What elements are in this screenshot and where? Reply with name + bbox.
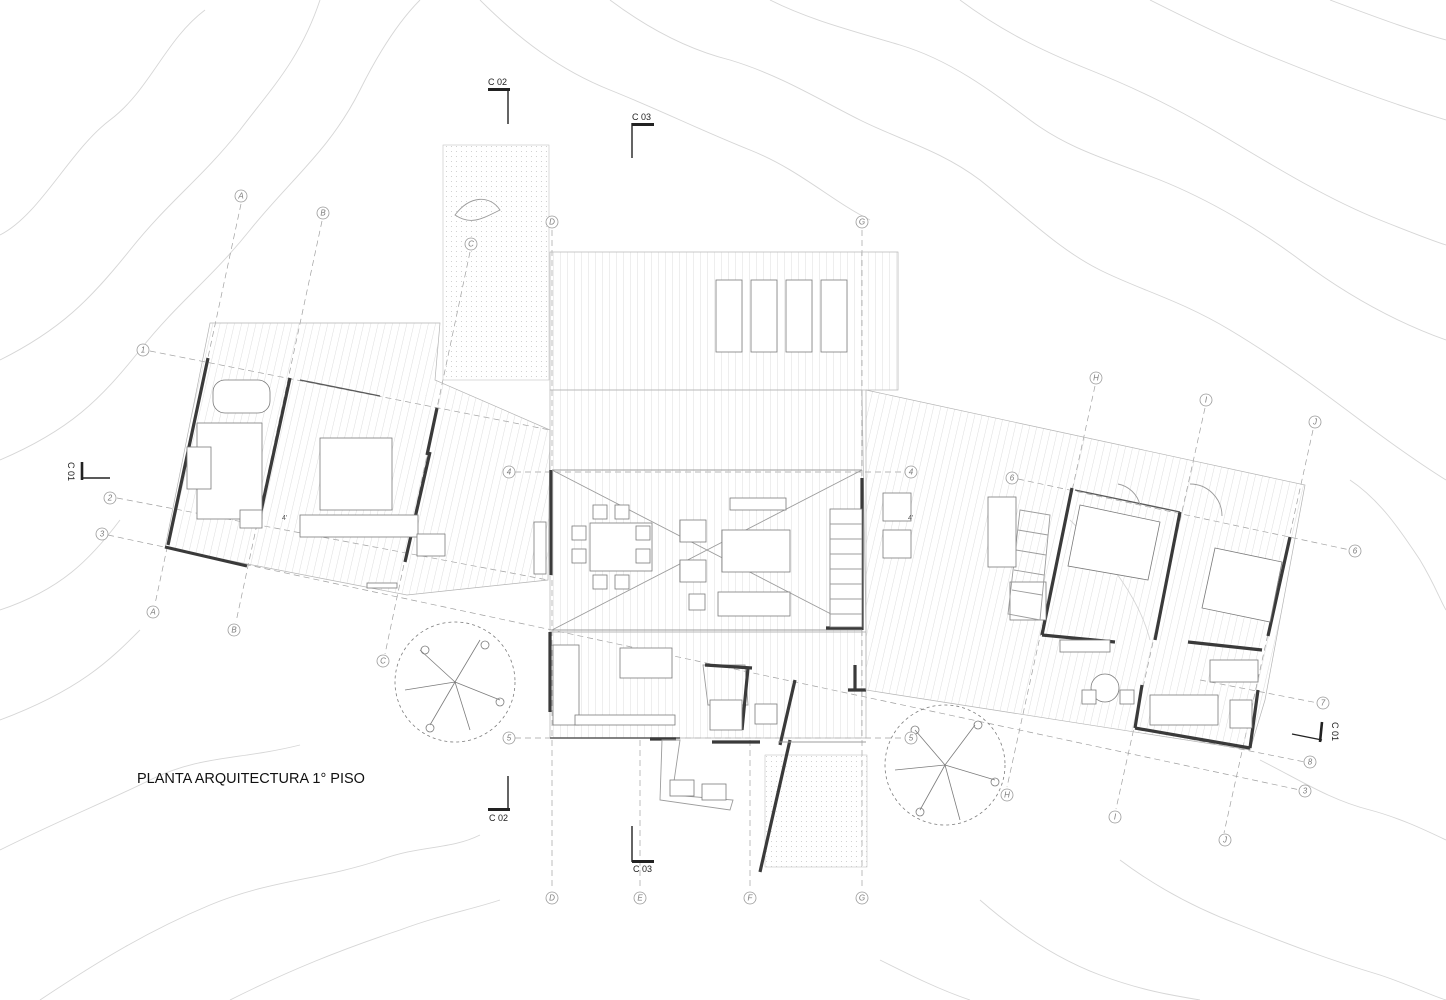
- svg-text:5: 5: [909, 734, 914, 743]
- grid-bubble-a-top: A: [234, 189, 248, 203]
- svg-text:5: 5: [507, 734, 512, 743]
- svg-text:C 02: C 02: [489, 813, 508, 823]
- svg-text:J: J: [1222, 836, 1228, 845]
- grid-bubble-e-bottom: E: [633, 891, 647, 905]
- svg-text:H: H: [1093, 374, 1099, 383]
- grid-bubble-a-bottom: A: [146, 605, 160, 619]
- grid-bubble-j-bottom: J: [1218, 833, 1232, 847]
- tree-symbol-east: [884, 704, 1006, 826]
- grid-bubble-7: 7: [1316, 696, 1330, 710]
- drawing-title: PLANTA ARQUITECTURA 1° PISO: [137, 771, 365, 787]
- grid-bubble-5-right: 5: [904, 731, 918, 745]
- grid-bubble-h-bottom: H: [1000, 788, 1014, 802]
- central-pavilion: [533, 469, 864, 631]
- svg-text:C 02: C 02: [488, 77, 507, 87]
- svg-text:A: A: [237, 192, 243, 201]
- grid-bubble-g-bottom: G: [855, 891, 869, 905]
- grid-bubble-j-top: J: [1308, 415, 1322, 429]
- svg-text:J: J: [1312, 418, 1318, 427]
- grid-bubble-f-bottom: F: [743, 891, 757, 905]
- grid-bubble-3-left: 3: [95, 527, 109, 541]
- svg-text:H: H: [1004, 791, 1010, 800]
- grid-bubble-i-top: I: [1199, 393, 1213, 407]
- section-cut-c01-right: C 01: [1291, 721, 1340, 743]
- svg-text:A: A: [149, 608, 155, 617]
- grid-bubble-5-left: 5: [502, 731, 516, 745]
- svg-text:B: B: [231, 626, 237, 635]
- section-cut-c03-bottom: C 03: [631, 826, 654, 874]
- gravel-path-north: [442, 144, 550, 381]
- svg-text:6: 6: [1010, 474, 1015, 483]
- svg-text:7: 7: [1321, 699, 1326, 708]
- grid-bubble-h-top: H: [1089, 371, 1103, 385]
- svg-text:3: 3: [100, 530, 105, 539]
- tree-symbol-west: [394, 621, 516, 743]
- section-cut-c02-top: C 02: [488, 77, 510, 124]
- svg-text:G: G: [859, 894, 865, 903]
- grid-bubble-g-top: G: [855, 215, 869, 229]
- grid-bubble-1: 1: [136, 343, 150, 357]
- svg-text:C: C: [380, 657, 386, 666]
- grid-bubble-8: 8: [1303, 755, 1317, 769]
- svg-text:4: 4: [507, 468, 512, 477]
- grid-bubble-6-left: 6: [1005, 471, 1019, 485]
- grid-bubble-b-bottom: B: [227, 623, 241, 637]
- svg-text:D: D: [549, 894, 555, 903]
- kitchen-block: [548, 631, 867, 873]
- svg-text:C 03: C 03: [633, 864, 652, 874]
- section-cut-c03-top: C 03: [631, 112, 654, 158]
- level-mark-right: 4': [908, 515, 913, 522]
- svg-text:8: 8: [1308, 758, 1313, 767]
- grid-bubble-i-bottom: I: [1108, 810, 1122, 824]
- svg-text:1: 1: [141, 346, 145, 355]
- svg-text:C 01: C 01: [66, 462, 76, 481]
- path-stone: [454, 198, 501, 221]
- svg-text:G: G: [859, 218, 865, 227]
- level-mark-left: 4': [282, 515, 287, 522]
- svg-text:C 01: C 01: [1330, 722, 1340, 741]
- svg-text:6: 6: [1353, 547, 1358, 556]
- grid-bubble-2: 2: [103, 491, 117, 505]
- svg-text:I: I: [1205, 396, 1208, 405]
- grid-bubble-c-top: C: [464, 237, 478, 251]
- central-roof-terrace: [549, 251, 899, 391]
- grid-bubble-b-top: B: [316, 206, 330, 220]
- svg-text:F: F: [748, 894, 754, 903]
- svg-text:3: 3: [1303, 787, 1308, 796]
- svg-text:D: D: [549, 218, 555, 227]
- svg-text:C 03: C 03: [632, 112, 651, 122]
- grid-bubble-4-left: 4: [502, 465, 516, 479]
- grid-bubble-6-right: 6: [1348, 544, 1362, 558]
- grid-bubble-d-bottom: D: [545, 891, 559, 905]
- section-cut-c01-left: C 01: [66, 462, 110, 481]
- section-cut-c02-bottom: C 02: [488, 776, 510, 823]
- grid-bubble-3-right: 3: [1298, 784, 1312, 798]
- grid-bubble-4-right: 4: [904, 465, 918, 479]
- svg-text:2: 2: [107, 494, 113, 503]
- gravel-path-south: [764, 754, 868, 868]
- grid-bubble-c-bottom: C: [376, 654, 390, 668]
- right-wing: [865, 389, 1306, 751]
- svg-text:B: B: [320, 209, 326, 218]
- svg-text:E: E: [637, 894, 643, 903]
- grid-bubble-d-top: D: [545, 215, 559, 229]
- svg-text:4: 4: [909, 468, 914, 477]
- svg-text:I: I: [1114, 813, 1117, 822]
- svg-text:C: C: [468, 240, 474, 249]
